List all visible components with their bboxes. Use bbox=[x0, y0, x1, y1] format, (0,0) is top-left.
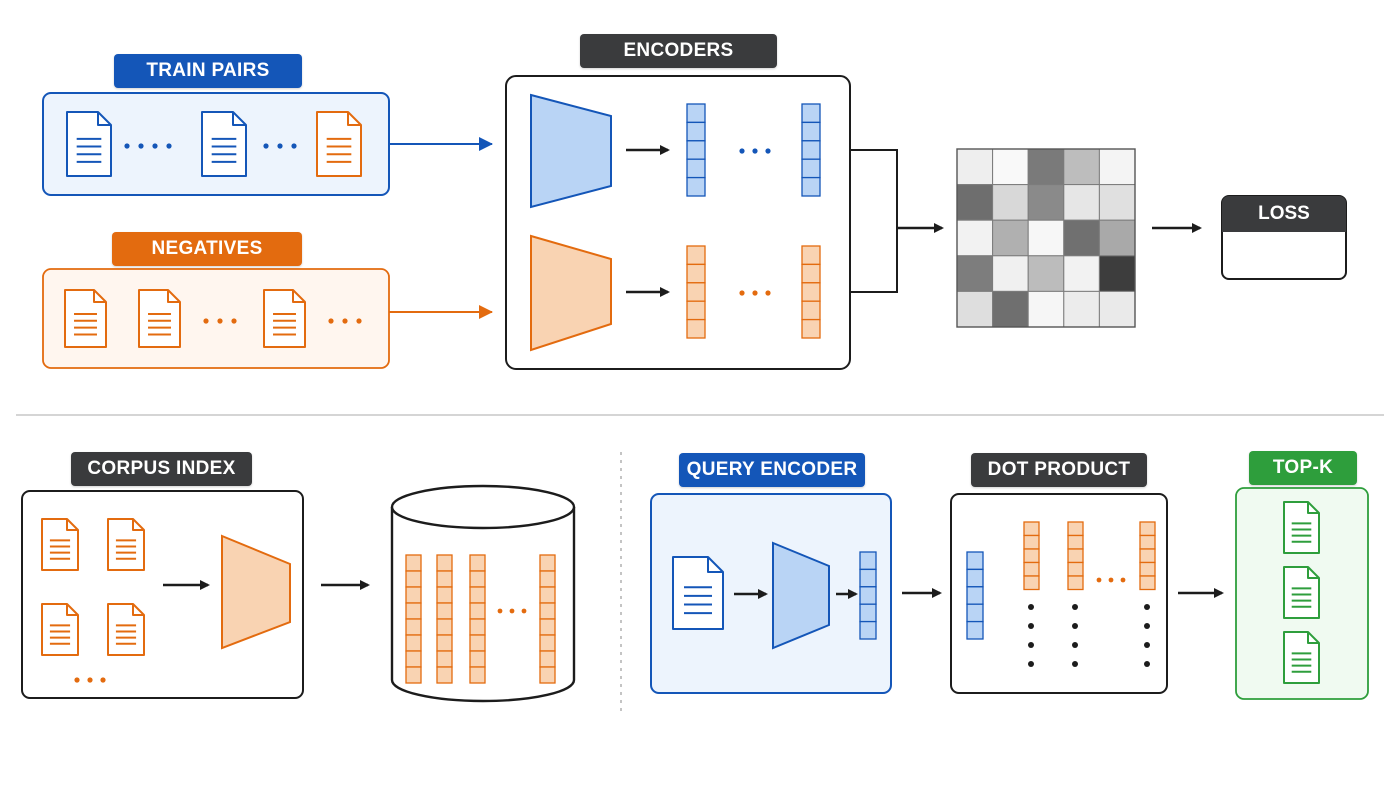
matrix-cell bbox=[1098, 255, 1136, 292]
matrix-cell bbox=[1027, 255, 1065, 292]
matrix-cell bbox=[1063, 219, 1100, 257]
negatives-badge: NEGATIVES bbox=[112, 232, 302, 266]
ellipsis-dots bbox=[124, 143, 172, 149]
matrix-cell bbox=[1098, 148, 1136, 186]
matrix-cell bbox=[1063, 184, 1100, 221]
encoder-embeddings bbox=[686, 103, 821, 339]
dot-product-panel bbox=[950, 493, 1168, 694]
negatives-documents bbox=[64, 289, 362, 348]
embedding-vector bbox=[1139, 521, 1156, 591]
embedding-vector bbox=[539, 554, 556, 684]
matrix-cell bbox=[1063, 255, 1100, 292]
matrix-cell bbox=[956, 184, 994, 221]
matrix-cell bbox=[956, 255, 994, 292]
similarity-matrix bbox=[956, 148, 1136, 328]
corpus-documents bbox=[41, 518, 145, 683]
document-icon bbox=[107, 518, 145, 571]
matrix-cell bbox=[1063, 148, 1100, 186]
ellipsis-dots bbox=[739, 148, 771, 154]
ellipsis-dots bbox=[203, 318, 237, 324]
matrix-cell bbox=[956, 148, 994, 186]
encoders-badge: ENCODERS bbox=[580, 34, 777, 68]
matrix-cell bbox=[992, 290, 1029, 328]
document-icon bbox=[66, 111, 112, 177]
matrix-cell bbox=[1027, 290, 1065, 328]
matrix-cell bbox=[1098, 184, 1136, 221]
matrix-cell bbox=[1027, 148, 1065, 186]
train-pairs-badge: TRAIN PAIRS bbox=[114, 54, 302, 88]
matrix-cell bbox=[1098, 290, 1136, 328]
embedding-vector bbox=[686, 103, 706, 197]
doc-encoder-trapezoid bbox=[530, 234, 612, 352]
query-encoder-trapezoid bbox=[530, 93, 612, 209]
matrix-cell bbox=[1098, 219, 1136, 257]
dot-product-badge: DOT PRODUCT bbox=[971, 453, 1147, 487]
matrix-cell bbox=[992, 219, 1029, 257]
ellipsis-dots bbox=[1096, 577, 1126, 583]
document-icon bbox=[672, 556, 724, 630]
matrix-cell bbox=[956, 290, 994, 328]
ellipsis-dots bbox=[1028, 604, 1034, 667]
document-icon bbox=[263, 289, 306, 348]
document-icon bbox=[107, 603, 145, 656]
embedding-vector bbox=[1023, 521, 1040, 591]
embedding-vector bbox=[859, 551, 877, 640]
matrix-cell bbox=[956, 219, 994, 257]
embedding-vector bbox=[801, 103, 821, 197]
embedding-vector bbox=[966, 551, 984, 640]
document-icon bbox=[1283, 566, 1320, 619]
query-embedding bbox=[859, 551, 877, 640]
matrix-cell bbox=[1027, 219, 1065, 257]
loss-label: LOSS bbox=[1222, 196, 1346, 232]
indexed-embeddings bbox=[405, 554, 556, 684]
matrix-cell bbox=[1063, 290, 1100, 328]
corpus-index-badge: CORPUS INDEX bbox=[71, 452, 252, 486]
ellipsis-dots bbox=[74, 677, 106, 683]
matrix-cell bbox=[992, 148, 1029, 186]
embedding-vector bbox=[686, 245, 706, 339]
train-pairs-documents bbox=[66, 111, 362, 177]
embedding-vector bbox=[1067, 521, 1084, 591]
ellipsis-dots bbox=[1072, 604, 1078, 667]
document-icon bbox=[64, 289, 107, 348]
embedding-vector bbox=[469, 554, 486, 684]
merge-connector bbox=[850, 149, 898, 293]
query-encoder-panel bbox=[650, 493, 892, 694]
document-icon bbox=[316, 111, 362, 177]
document-icon bbox=[138, 289, 181, 348]
matrix-cell bbox=[992, 184, 1029, 221]
embedding-vector bbox=[405, 554, 422, 684]
document-icon bbox=[41, 518, 79, 571]
ellipsis-dots bbox=[263, 143, 297, 149]
embedding-vector bbox=[801, 245, 821, 339]
document-icon bbox=[1283, 501, 1320, 554]
document-icon bbox=[1283, 631, 1320, 684]
document-icon bbox=[201, 111, 247, 177]
top-k-documents bbox=[1283, 501, 1320, 684]
query-encoder-trapezoid-small bbox=[772, 541, 830, 650]
matrix-cell bbox=[1027, 184, 1065, 221]
ellipsis-dots bbox=[497, 608, 527, 614]
top-k-badge: TOP-K bbox=[1249, 451, 1357, 485]
embedding-vector bbox=[436, 554, 453, 684]
dot-product-vectors bbox=[966, 521, 1156, 667]
ellipsis-dots bbox=[739, 290, 771, 296]
corpus-encoder-trapezoid bbox=[221, 534, 291, 650]
ellipsis-dots bbox=[1144, 604, 1150, 667]
query-document bbox=[672, 556, 724, 630]
ellipsis-dots bbox=[328, 318, 362, 324]
matrix-cell bbox=[992, 255, 1029, 292]
query-encoder-badge: QUERY ENCODER bbox=[679, 453, 865, 487]
document-icon bbox=[41, 603, 79, 656]
